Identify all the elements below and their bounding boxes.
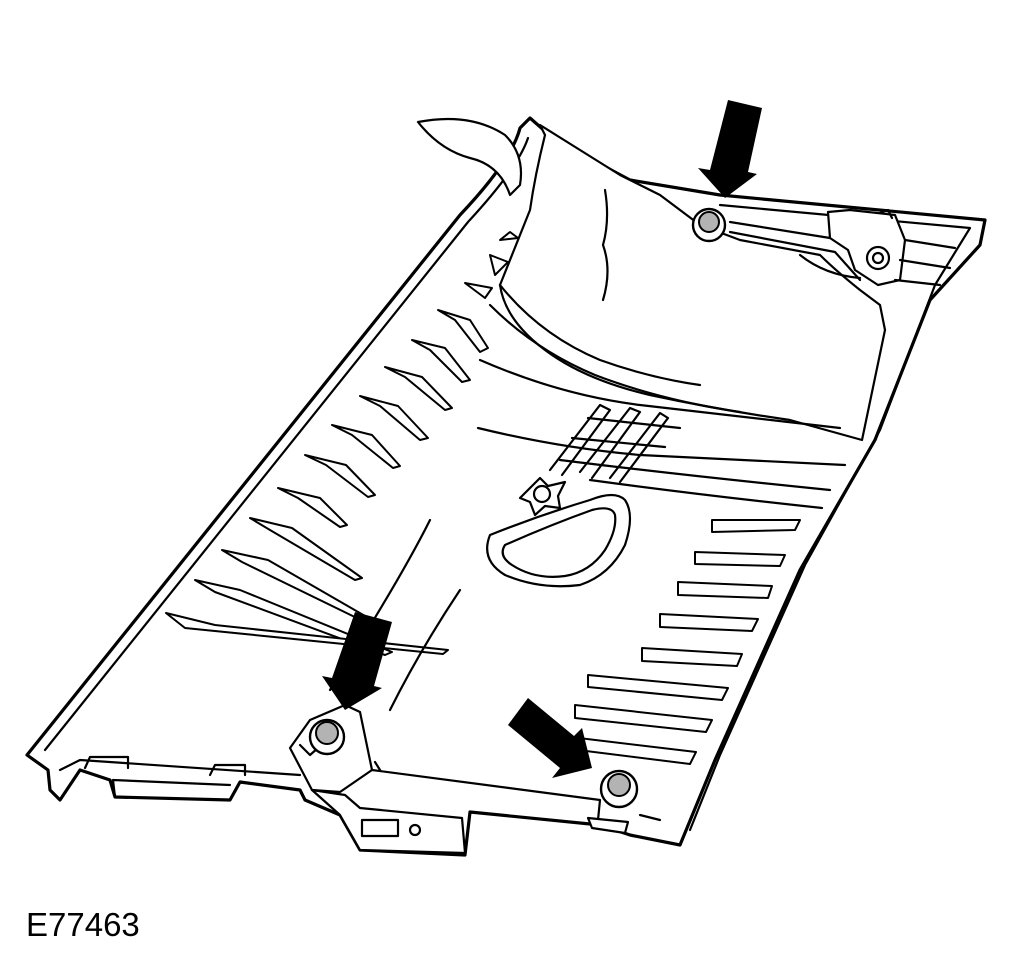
arrow-top-icon bbox=[698, 100, 762, 198]
fastener-top-right bbox=[691, 207, 727, 243]
arrow-left-icon bbox=[322, 612, 392, 710]
arrow-right-icon bbox=[508, 698, 592, 778]
pillar-section bbox=[488, 123, 887, 442]
center-detail bbox=[328, 358, 847, 712]
fastener-bottom-left bbox=[308, 718, 346, 756]
bottom-right-clip bbox=[586, 813, 662, 835]
panel-outline bbox=[25, 116, 987, 857]
figure-reference-code: E77463 bbox=[26, 906, 140, 943]
fastener-bottom-right bbox=[599, 769, 639, 809]
left-ribs bbox=[165, 231, 519, 656]
upper-bracket bbox=[728, 208, 957, 287]
right-ribs bbox=[561, 519, 801, 765]
